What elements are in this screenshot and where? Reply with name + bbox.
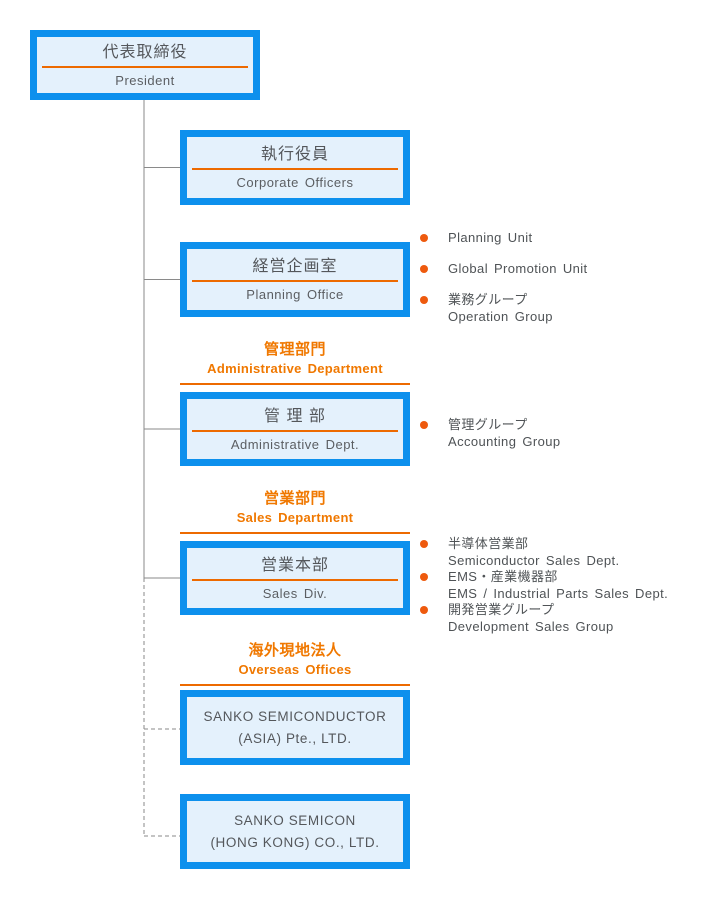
unit-label-en: EMS / Industrial Parts Sales Dept. [448, 585, 669, 601]
section-header-overseas: 海外現地法人 Overseas Offices [180, 641, 410, 686]
unit-label-jp: 管理グループ [448, 417, 528, 432]
section-title-jp: 海外現地法人 [248, 642, 342, 659]
section-header-admin: 管理部門 Administrative Department [180, 340, 410, 385]
org-box-corporate-officers: 執行役員 Corporate Officers [180, 130, 410, 205]
section-title-en: Sales Department [236, 510, 354, 525]
unit-label-jp: 開発営業グループ [448, 602, 555, 617]
section-header-sales: 営業部門 Sales Department [180, 489, 410, 534]
list-item: 半導体営業部 Semiconductor Sales Dept. [420, 536, 700, 569]
unit-label-en: Semiconductor Sales Dept. [448, 552, 620, 568]
section-title-jp: 営業部門 [263, 490, 326, 507]
org-box-sanko-asia: SANKO SEMICONDUCTOR (ASIA) Pte., LTD. [180, 690, 410, 765]
unit-label-en: Development Sales Group [448, 618, 614, 634]
box-title-en: President [115, 72, 175, 88]
section-title-jp: 管理部門 [263, 341, 326, 358]
sales-div-dept-list: 半導体営業部 Semiconductor Sales Dept. EMS・産業機… [420, 536, 700, 635]
list-item: 開発営業グループ Development Sales Group [420, 602, 700, 635]
list-item: 管理グループ Accounting Group [420, 416, 700, 450]
title-divider [192, 578, 398, 581]
title-divider [42, 65, 248, 68]
box-title-jp: 執行役員 [260, 146, 329, 163]
unit-label: Planning Unit [448, 230, 533, 245]
unit-label-jp: EMS・産業機器部 [448, 569, 558, 584]
box-title-jp: 管 理 部 [264, 407, 326, 425]
planning-office-unit-list: Planning Unit Global Promotion Unit 業務グル… [420, 229, 700, 325]
section-title-en: Administrative Department [207, 361, 383, 376]
org-box-sales-div: 営業本部 Sales Div. [180, 541, 410, 615]
box-title-en: Administrative Dept. [230, 436, 360, 452]
box-title-en: Planning Office [246, 287, 344, 302]
bullet-dot-icon [420, 295, 428, 304]
org-box-president: 代表取締役 President [30, 30, 260, 100]
list-item: Planning Unit [420, 229, 700, 246]
company-name-line1: SANKO SEMICONDUCTOR [203, 708, 387, 724]
bullet-dot-icon [420, 573, 428, 581]
title-divider [192, 429, 398, 432]
box-title-en: Corporate Officers [236, 175, 354, 190]
box-title-jp: 代表取締役 [102, 43, 188, 61]
admin-dept-group-list: 管理グループ Accounting Group [420, 416, 700, 450]
bullet-dot-icon [420, 420, 428, 429]
list-item: Global Promotion Unit [420, 260, 700, 277]
company-name-line2: (ASIA) Pte., LTD. [238, 730, 352, 746]
title-divider [192, 168, 398, 170]
unit-label-en: Accounting Group [448, 434, 561, 449]
bullet-dot-icon [420, 606, 428, 614]
unit-label-en: Operation Group [448, 309, 553, 324]
box-title-jp: 営業本部 [260, 556, 329, 574]
company-name-line2: (HONG KONG) CO., LTD. [210, 834, 380, 850]
unit-label-jp: 業務グループ [448, 292, 528, 307]
company-name-line1: SANKO SEMICON [234, 812, 356, 828]
org-box-planning-office: 経営企画室 Planning Office [180, 242, 410, 317]
section-title-en: Overseas Offices [238, 662, 352, 677]
box-title-en: Sales Div. [262, 585, 328, 601]
list-item: EMS・産業機器部 EMS / Industrial Parts Sales D… [420, 569, 700, 602]
org-box-sanko-hk: SANKO SEMICON (HONG KONG) CO., LTD. [180, 794, 410, 869]
bullet-dot-icon [420, 540, 428, 548]
org-box-admin-dept: 管 理 部 Administrative Dept. [180, 392, 410, 466]
box-title-jp: 経営企画室 [252, 258, 338, 275]
unit-label-jp: 半導体営業部 [448, 536, 529, 551]
unit-label: Global Promotion Unit [448, 261, 588, 276]
bullet-dot-icon [420, 233, 428, 242]
list-item: 業務グループ Operation Group [420, 291, 700, 325]
bullet-dot-icon [420, 264, 428, 273]
title-divider [192, 280, 398, 282]
